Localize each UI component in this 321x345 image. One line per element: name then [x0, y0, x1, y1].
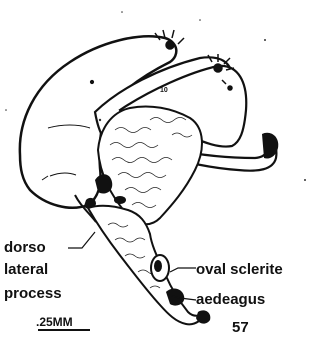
label-dorso: dorso — [4, 239, 46, 256]
label-lateral: lateral — [4, 261, 48, 278]
oval-sclerite-core — [154, 260, 162, 272]
figure-number: 57 — [232, 319, 249, 336]
plate-mark-10: 10 — [160, 87, 168, 94]
label-oval-sclerite: oval sclerite — [196, 261, 283, 278]
label-aedeagus: aedeagus — [196, 291, 265, 308]
label-process: process — [4, 285, 62, 302]
scale-bar-label: .25MM — [36, 315, 73, 329]
